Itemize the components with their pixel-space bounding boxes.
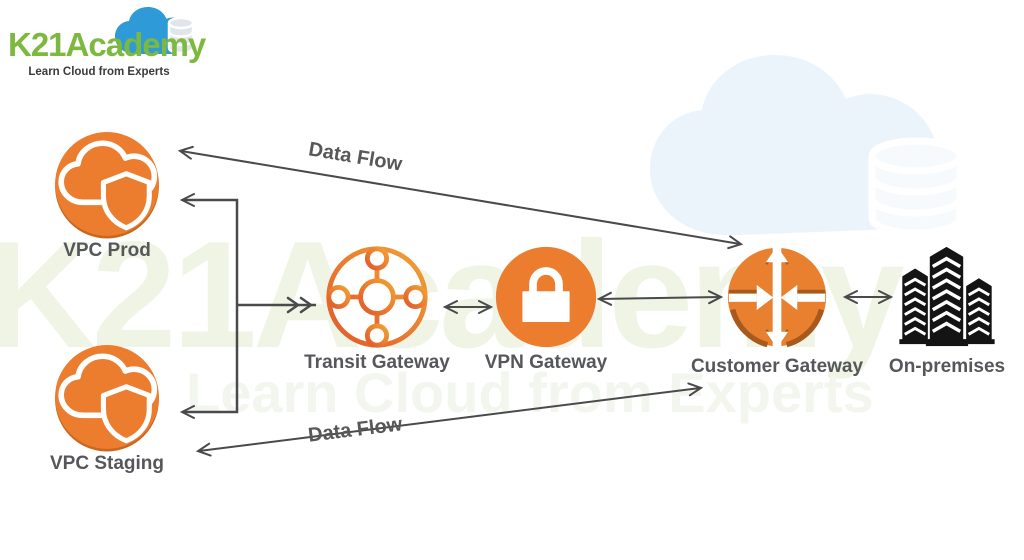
node-customer-gateway: Customer Gateway	[687, 244, 867, 378]
customer-gateway-arrows-icon	[727, 245, 827, 349]
watermark-cloud-database-icon	[650, 55, 960, 237]
brand-logo: K21Academy Learn Cloud from Experts	[6, 6, 206, 86]
node-label-transit-gateway: Transit Gateway	[304, 352, 450, 373]
vpn-lock-icon	[495, 246, 597, 348]
node-label-vpc-prod: VPC Prod	[63, 240, 151, 261]
node-transit-gateway: Transit Gateway	[297, 244, 457, 374]
data-flow-label-top: Data Flow	[306, 138, 404, 176]
node-vpn-gateway: VPN Gateway	[466, 244, 626, 374]
logo-brand-text: K21Academy	[8, 26, 206, 63]
node-label-on-premises: On-premises	[888, 356, 1006, 377]
node-label-vpc-staging: VPC Staging	[49, 453, 164, 474]
logo-tagline: Learn Cloud from Experts	[28, 66, 170, 78]
node-vpc-prod: VPC Prod	[27, 129, 187, 262]
vpc-cloud-shield-icon	[55, 132, 159, 239]
node-label-vpn-gateway: VPN Gateway	[484, 352, 608, 373]
logo-cloud-database-icon	[115, 7, 195, 55]
vpc-cloud-shield-icon	[55, 345, 159, 452]
node-label-customer-gateway: Customer Gateway	[690, 356, 864, 377]
buildings-icon	[899, 246, 995, 347]
node-vpc-staging: VPC Staging	[27, 342, 187, 475]
node-on-premises: On-premises	[867, 240, 1024, 378]
transit-gateway-hub-icon	[326, 246, 428, 348]
